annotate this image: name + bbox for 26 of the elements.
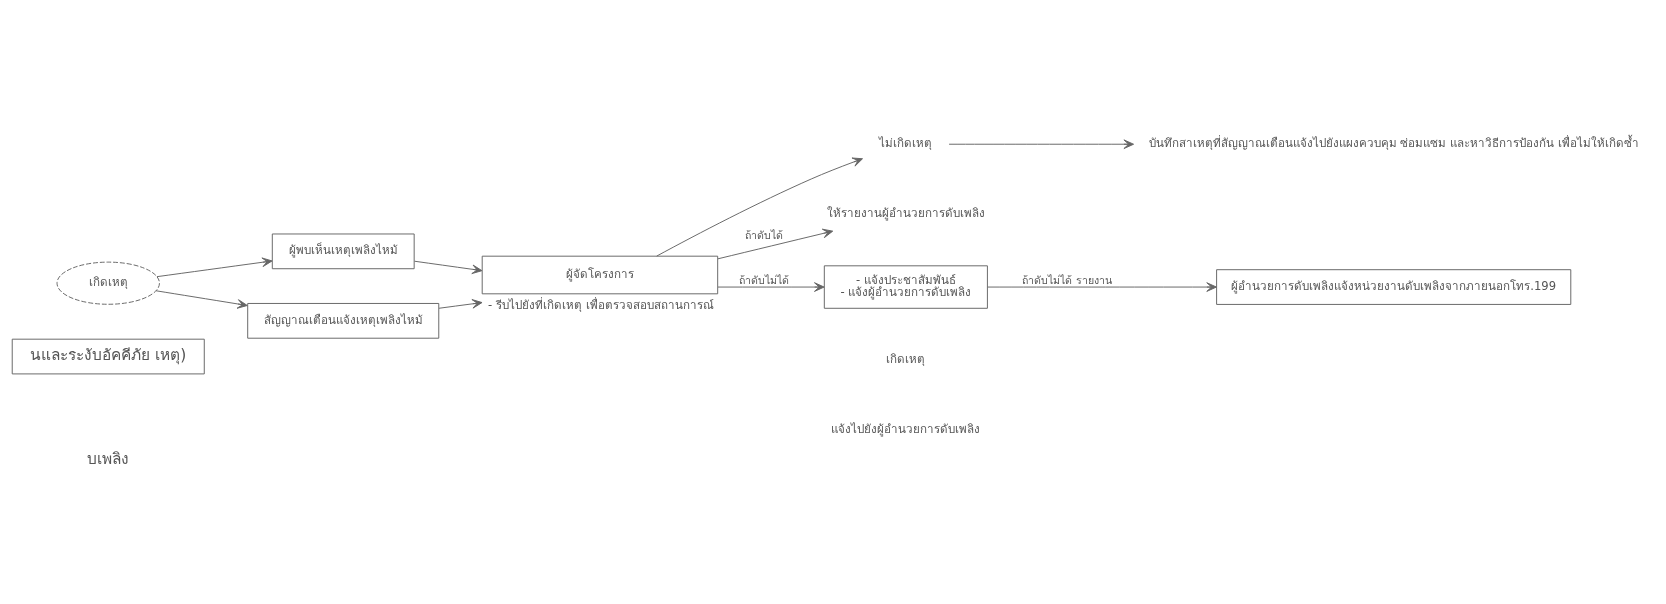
node-box: ผู้จัดโครงการ xyxy=(481,255,719,294)
node-box: ผู้อำนวยการดับเพลิงแจ้งหน่วยงานดับเพลิงจากภายนอกโทร.199 xyxy=(1216,268,1572,305)
node-box: - แจ้งประชาสัมพันธ์ - แจ้งผู้อำนวยการดับเพลิง xyxy=(823,264,988,309)
edge-label: ถ้าดับไม่ได้ รายงาน xyxy=(1022,273,1112,287)
arrow xyxy=(414,260,483,274)
node-box: ผู้พบเห็นเหตุเพลิงไหม้ xyxy=(271,233,415,269)
arrow xyxy=(987,281,1217,292)
label: บเพลิง xyxy=(87,449,130,468)
node-label: - รีบไปยังที่เกิดเหตุ เพื่อตรวจสอบสถานการณ์ xyxy=(487,297,714,312)
arrow xyxy=(156,256,273,277)
arrow xyxy=(948,138,1135,149)
label: แจ้งไปยังผู้อำนวยการดับเพลิง xyxy=(831,421,981,436)
arrow xyxy=(717,281,825,292)
label: เกิดเหตุ xyxy=(886,351,926,366)
node-box: สัญญาณเตือนแจ้งเหตุเพลิงไหม้ xyxy=(247,302,440,339)
edge-label: ถ้าดับได้ xyxy=(745,228,784,242)
edge-label: ถ้าดับไม่ได้ xyxy=(739,273,790,287)
arrow xyxy=(717,228,834,259)
node-ellipse: เกิดเหตุ xyxy=(56,261,160,305)
arrow xyxy=(155,289,248,309)
arrow xyxy=(438,298,483,309)
node-text: ไม่เกิดเหตุ xyxy=(879,135,933,150)
node-text: บันทึกสาเหตุที่สัญญาณเตือนแจ้งไปยังแผงควบคุม ซ่อมแซม และหาวิธีการป้องกัน เพื่อไม่ให้เกิดซ้ำ xyxy=(1148,135,1639,150)
node-box: นและระงับอัคคีภัย เหตุ) xyxy=(11,338,205,374)
node-text: ให้รายงานผู้อำนวยการดับเพลิง xyxy=(826,205,985,220)
arrow xyxy=(656,157,863,257)
